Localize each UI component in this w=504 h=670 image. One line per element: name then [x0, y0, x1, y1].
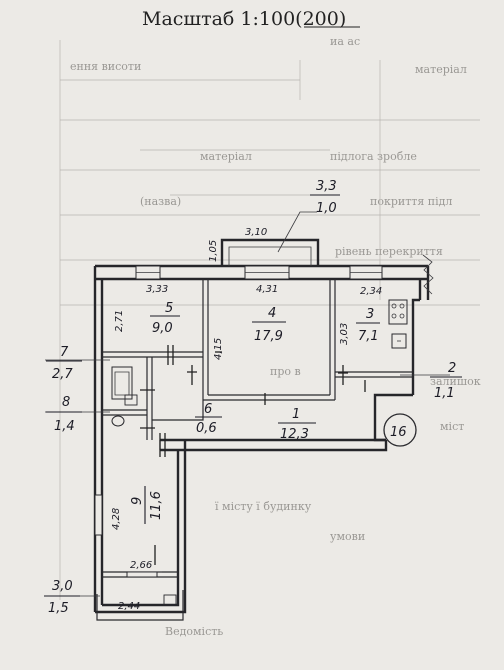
bathtub-icon — [111, 366, 133, 400]
bg-text: ення висоти — [70, 60, 141, 73]
dimension-label: 4,15 — [213, 338, 224, 360]
bg-text: матеріал — [200, 150, 252, 163]
dimension-label: 3,10 — [245, 227, 267, 238]
balcony-door-icon — [163, 594, 177, 606]
dimension-labels: 3,10 1,05 3,33 2,71 4,31 4,15 2,34 3,03 … — [111, 227, 382, 612]
bg-text: ї місту ї будинку — [215, 500, 312, 513]
stove-icon — [388, 299, 408, 325]
room-number: 3,3 — [316, 179, 337, 194]
washbasin-icon — [124, 394, 138, 406]
room-number: 9 — [130, 497, 145, 505]
apartment-number: 16 — [390, 425, 407, 440]
room-number: 1 — [292, 407, 300, 422]
bg-text: покриття підл — [370, 195, 452, 208]
bg-text: Ведомість — [165, 625, 223, 638]
bg-text: (назва) — [140, 195, 181, 208]
room-number: 3 — [366, 307, 374, 322]
room-area: 1,5 — [48, 601, 69, 616]
fixtures — [111, 299, 408, 606]
dimension-label: 2,34 — [360, 286, 382, 297]
bg-text: рівень перекриття — [335, 245, 443, 258]
dimension-label: 2,66 — [130, 560, 152, 571]
room-area: 11,6 — [149, 491, 164, 520]
room-area: 12,3 — [280, 427, 309, 442]
dimension-label: 4,28 — [111, 508, 122, 530]
scale-label: Масштаб 1:100(200) — [142, 8, 346, 30]
dimension-label: 4,31 — [256, 284, 278, 295]
bg-text: матеріал — [415, 63, 467, 76]
room-labels: 5 9,0 4 17,9 3 7,1 1 12,3 6 0,6 2 1,1 7 … — [44, 179, 462, 616]
apartment-number-circle — [383, 413, 417, 447]
room-area: 0,6 — [196, 421, 217, 436]
room-number: 4 — [268, 306, 276, 321]
background-form-lines — [59, 40, 480, 600]
bg-text: про в — [270, 365, 301, 378]
dimension-label: 2,44 — [118, 601, 140, 612]
bg-text: підлога зробле — [330, 150, 417, 163]
door-marks — [140, 345, 366, 565]
bg-text: міст — [440, 420, 464, 433]
room-number: 7 — [60, 345, 69, 360]
room-area: 1,4 — [54, 419, 75, 434]
room-area: 2,7 — [52, 367, 73, 382]
bg-text: залишок — [430, 375, 481, 388]
break-line — [422, 254, 434, 295]
sink-icon — [391, 333, 407, 349]
dimension-label: 3,03 — [339, 323, 350, 345]
bg-text: умови — [330, 530, 365, 543]
dimension-label: 3,33 — [146, 284, 168, 295]
room-number: 8 — [62, 395, 70, 410]
room-number: 6 — [204, 402, 212, 417]
room-area: 1,1 — [434, 386, 455, 401]
toilet-icon — [111, 415, 125, 427]
bg-text: иа ас — [330, 35, 360, 48]
room-area: 17,9 — [254, 329, 283, 344]
dimension-label: 1,05 — [208, 240, 219, 262]
dimension-label: 2,71 — [114, 310, 125, 332]
room-number: 2 — [448, 361, 456, 376]
background-form-text: иа ас матеріал ення висоти підлога зробл… — [70, 35, 481, 638]
room-area: 1,0 — [316, 201, 337, 216]
windows — [94, 265, 383, 578]
room-area: 9,0 — [152, 321, 173, 336]
room-number: 3,0 — [52, 579, 73, 594]
room-area: 7,1 — [358, 329, 379, 344]
room-number: 5 — [165, 301, 173, 316]
